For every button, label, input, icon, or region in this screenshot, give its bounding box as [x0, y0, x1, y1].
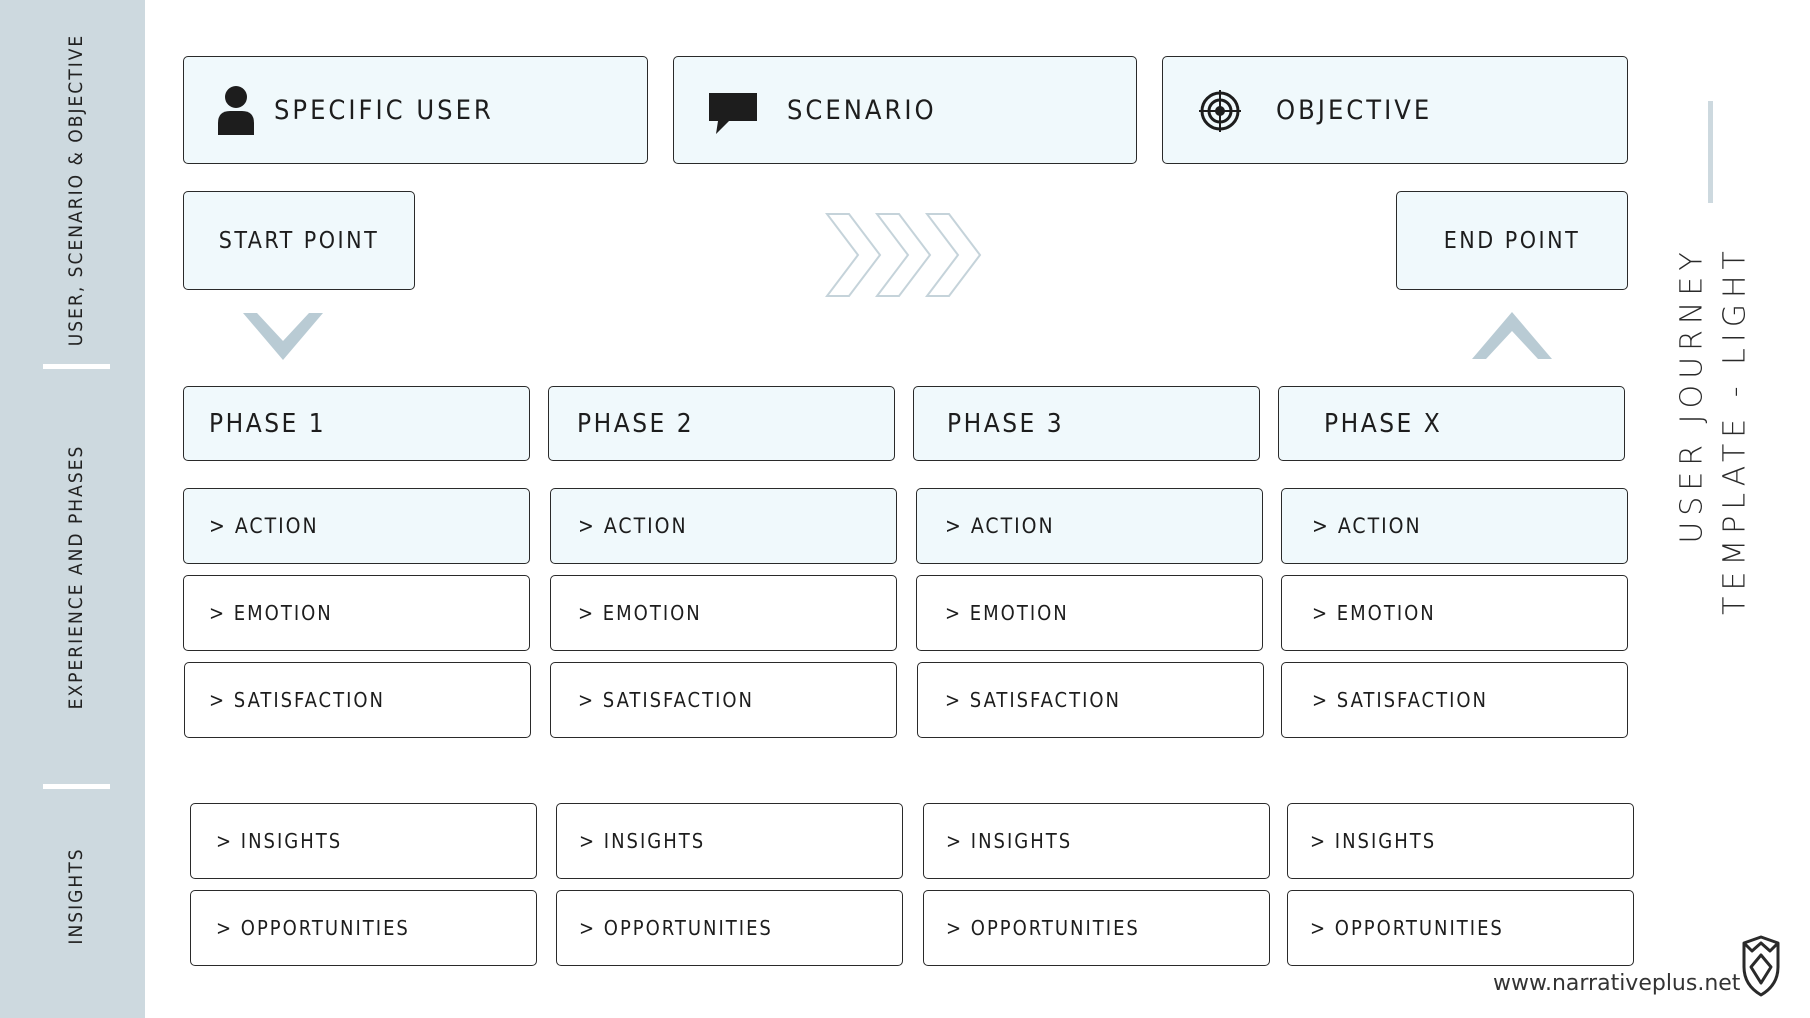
- insights-cell: > INSIGHTS: [556, 803, 903, 879]
- satisfaction-label: > SATISFACTION: [578, 688, 754, 712]
- satisfaction-cell: > SATISFACTION: [184, 662, 531, 738]
- phase-header: PHASE 1: [183, 386, 530, 461]
- person-icon: [217, 85, 255, 142]
- sidebar: USER, SCENARIO & OBJECTIVE EXPERIENCE AN…: [0, 0, 145, 1018]
- insights-label: > INSIGHTS: [579, 829, 706, 853]
- emotion-label: > EMOTION: [945, 601, 1069, 625]
- emotion-cell: > EMOTION: [550, 575, 897, 651]
- opportunities-cell: > OPPORTUNITIES: [923, 890, 1270, 966]
- action-cell: > ACTION: [183, 488, 530, 564]
- accent-line: [1708, 101, 1713, 203]
- satisfaction-cell: > SATISFACTION: [550, 662, 897, 738]
- action-label: > ACTION: [209, 514, 319, 538]
- satisfaction-label: > SATISFACTION: [1312, 688, 1488, 712]
- phase-name: PHASE 3: [947, 408, 1065, 439]
- opportunities-cell: > OPPORTUNITIES: [190, 890, 537, 966]
- action-label: > ACTION: [945, 514, 1055, 538]
- action-cell: > ACTION: [550, 488, 897, 564]
- speech-bubble-icon: [707, 91, 759, 142]
- opportunities-cell: > OPPORTUNITIES: [556, 890, 903, 966]
- insights-cell: > INSIGHTS: [923, 803, 1270, 879]
- start-point-label: START POINT: [218, 227, 380, 254]
- opportunities-label: > OPPORTUNITIES: [216, 916, 410, 940]
- action-cell: > ACTION: [916, 488, 1263, 564]
- phase-header: PHASE 3: [913, 386, 1260, 461]
- phase-header: PHASE 2: [548, 386, 895, 461]
- objective-box: OBJECTIVE: [1162, 56, 1628, 164]
- section-divider: [43, 784, 110, 789]
- emotion-label: > EMOTION: [209, 601, 333, 625]
- action-label: > ACTION: [578, 514, 688, 538]
- scenario-box: SCENARIO: [673, 56, 1137, 164]
- emotion-label: > EMOTION: [578, 601, 702, 625]
- end-point-box: END POINT: [1396, 191, 1628, 290]
- section-label-experience-phases: EXPERIENCE AND PHASES: [65, 444, 87, 710]
- target-icon: [1199, 90, 1241, 139]
- satisfaction-cell: > SATISFACTION: [1281, 662, 1628, 738]
- satisfaction-cell: > SATISFACTION: [917, 662, 1264, 738]
- chevron-down-icon: [243, 313, 323, 360]
- phase-name: PHASE 2: [577, 408, 695, 439]
- emotion-cell: > EMOTION: [1281, 575, 1628, 651]
- satisfaction-label: > SATISFACTION: [209, 688, 385, 712]
- satisfaction-label: > SATISFACTION: [945, 688, 1121, 712]
- title-line-2: TEMPLATE - LIGHT: [1717, 245, 1753, 615]
- insights-cell: > INSIGHTS: [1287, 803, 1634, 879]
- objective-label: OBJECTIVE: [1276, 94, 1433, 126]
- opportunities-cell: > OPPORTUNITIES: [1287, 890, 1634, 966]
- opportunities-label: > OPPORTUNITIES: [946, 916, 1140, 940]
- start-point-box: START POINT: [183, 191, 415, 290]
- opportunities-label: > OPPORTUNITIES: [579, 916, 773, 940]
- title-line-1: USER JOURNEY: [1674, 246, 1710, 544]
- user-box: SPECIFIC USER: [183, 56, 648, 164]
- emotion-cell: > EMOTION: [183, 575, 530, 651]
- forward-chevrons-icon: [825, 213, 982, 297]
- chevron-up-icon: [1472, 312, 1552, 359]
- action-label: > ACTION: [1312, 514, 1422, 538]
- section-divider: [43, 364, 110, 369]
- insights-cell: > INSIGHTS: [190, 803, 537, 879]
- phase-header: PHASE X: [1278, 386, 1625, 461]
- emotion-cell: > EMOTION: [916, 575, 1263, 651]
- end-point-label: END POINT: [1443, 227, 1581, 254]
- section-label-user-scenario-objective: USER, SCENARIO & OBJECTIVE: [65, 33, 87, 347]
- insights-label: > INSIGHTS: [1310, 829, 1437, 853]
- opportunities-label: > OPPORTUNITIES: [1310, 916, 1504, 940]
- phase-name: PHASE X: [1324, 408, 1443, 439]
- phase-name: PHASE 1: [209, 408, 327, 439]
- insights-label: > INSIGHTS: [946, 829, 1073, 853]
- brand-logo-icon: [1742, 935, 1780, 997]
- user-label: SPECIFIC USER: [274, 94, 494, 126]
- action-cell: > ACTION: [1281, 488, 1628, 564]
- scenario-label: SCENARIO: [787, 94, 937, 126]
- section-label-insights: INSIGHTS: [65, 847, 87, 945]
- insights-label: > INSIGHTS: [216, 829, 343, 853]
- emotion-label: > EMOTION: [1312, 601, 1436, 625]
- website-link[interactable]: www.narrativeplus.net: [1493, 971, 1741, 996]
